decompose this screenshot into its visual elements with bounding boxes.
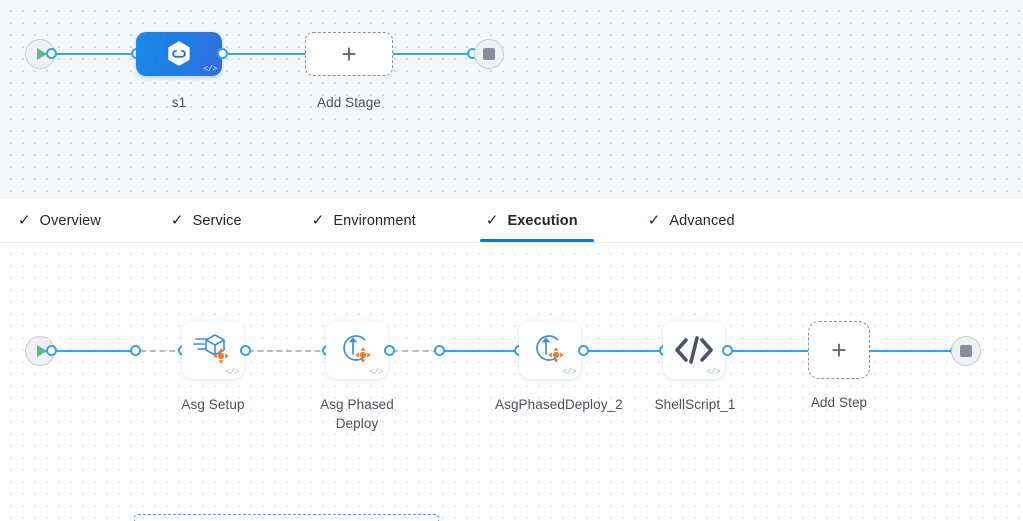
edge-start-to-group	[48, 349, 138, 352]
play-icon	[36, 48, 47, 60]
step-node-shell-script-1[interactable]: </>	[663, 321, 725, 379]
start-output-port[interactable]	[46, 48, 57, 59]
step-label-asg-setup: Asg Setup	[181, 397, 245, 412]
step-label-shell-script-1: ShellScript_1	[654, 397, 736, 412]
step-label-asg-phased-deploy-2: AsgPhasedDeploy_2	[495, 397, 623, 412]
edge-add-step-to-end	[868, 349, 958, 352]
shell-script-1-output-port[interactable]	[722, 345, 733, 356]
stage-config-tabs: ✓ Overview ✓ Service ✓ Environment ✓ Exe…	[0, 199, 1023, 243]
edge-add-stage-to-end	[388, 52, 484, 55]
edge-step4-to-add-step	[731, 349, 813, 352]
tab-service[interactable]: ✓ Service	[171, 199, 264, 242]
add-stage-label: Add Stage	[317, 95, 381, 110]
tab-environment[interactable]: ✓ Environment	[312, 199, 438, 242]
plus-icon: +	[341, 39, 357, 69]
execution-start-output-port[interactable]	[46, 345, 57, 356]
step-label-asg-phased-deploy: Asg Phased Deploy	[320, 397, 394, 431]
group-output-port[interactable]	[434, 345, 445, 356]
stop-icon	[960, 345, 972, 357]
edge-group-to-step3	[443, 349, 523, 352]
add-step-button[interactable]: +	[808, 321, 870, 379]
asg-phased-deploy-2-output-port[interactable]	[578, 345, 589, 356]
step-node-asg-phased-deploy-2[interactable]: </>	[519, 321, 581, 379]
asg-phased-deploy-output-port[interactable]	[384, 345, 395, 356]
shell-script-1-code-badge[interactable]: </>	[706, 367, 720, 377]
active-tab-underline	[479, 239, 594, 242]
edge-asg-deploy-to-group-out	[392, 350, 439, 352]
harness-hexagon-icon	[168, 41, 190, 66]
play-icon	[36, 345, 47, 357]
tab-service-label: Service	[192, 212, 242, 229]
asg-setup-icon	[193, 334, 229, 364]
check-icon: ✓	[647, 212, 661, 229]
tab-advanced[interactable]: ✓ Advanced	[648, 199, 757, 242]
add-step-label: Add Step	[810, 395, 868, 410]
stage-label-s1: s1	[171, 95, 187, 110]
edge-asg-setup-to-asg-deploy	[248, 350, 330, 352]
execution-canvas[interactable]: Canary Deployment	[0, 243, 1023, 521]
step-group-canary-deployment[interactable]: Canary Deployment	[134, 514, 439, 521]
edge-s1-to-add-stage	[216, 52, 312, 55]
move-arrows-glyph	[213, 348, 229, 364]
check-icon: ✓	[18, 212, 31, 229]
asg-deploy-icon	[536, 335, 564, 363]
move-arrows-glyph	[355, 347, 371, 363]
stage-code-badge[interactable]: </>	[203, 64, 217, 74]
asg-phased-deploy-2-code-badge[interactable]: </>	[562, 367, 576, 377]
plus-icon: +	[831, 335, 847, 365]
check-icon: ✓	[485, 212, 499, 229]
tab-overview[interactable]: ✓ Overview	[18, 199, 123, 242]
execution-end-node[interactable]	[951, 336, 981, 366]
step-node-asg-phased-deploy[interactable]: </>	[326, 321, 388, 379]
step-node-asg-setup[interactable]: </>	[182, 321, 244, 379]
s1-output-port[interactable]	[217, 48, 228, 59]
pipeline-end-node[interactable]	[474, 39, 504, 69]
stop-icon	[483, 48, 495, 60]
pipeline-start-node[interactable]	[25, 39, 55, 69]
group-input-port[interactable]	[130, 345, 141, 356]
tab-execution[interactable]: ✓ Execution	[479, 199, 600, 242]
add-stage-button[interactable]: +	[305, 32, 393, 76]
stage-node-s1[interactable]: </>	[136, 32, 222, 76]
tab-advanced-label: Advanced	[669, 212, 735, 229]
asg-setup-output-port[interactable]	[240, 345, 251, 356]
check-icon: ✓	[311, 212, 325, 229]
edge-group-in-to-asg-setup	[140, 350, 185, 352]
move-arrows-glyph	[548, 347, 564, 363]
shell-script-icon	[675, 336, 713, 364]
asg-deploy-icon	[343, 335, 371, 363]
tab-environment-label: Environment	[333, 212, 416, 229]
check-icon: ✓	[170, 212, 184, 229]
tab-overview-label: Overview	[39, 212, 101, 229]
asg-phased-deploy-code-badge[interactable]: </>	[369, 367, 383, 377]
tab-execution-label: Execution	[507, 212, 578, 229]
edge-start-to-s1	[48, 52, 144, 55]
asg-setup-code-badge[interactable]: </>	[225, 367, 239, 377]
edge-step3-to-step4	[587, 349, 667, 352]
stage-canvas[interactable]: </> s1 + Add Stage	[0, 0, 1023, 199]
